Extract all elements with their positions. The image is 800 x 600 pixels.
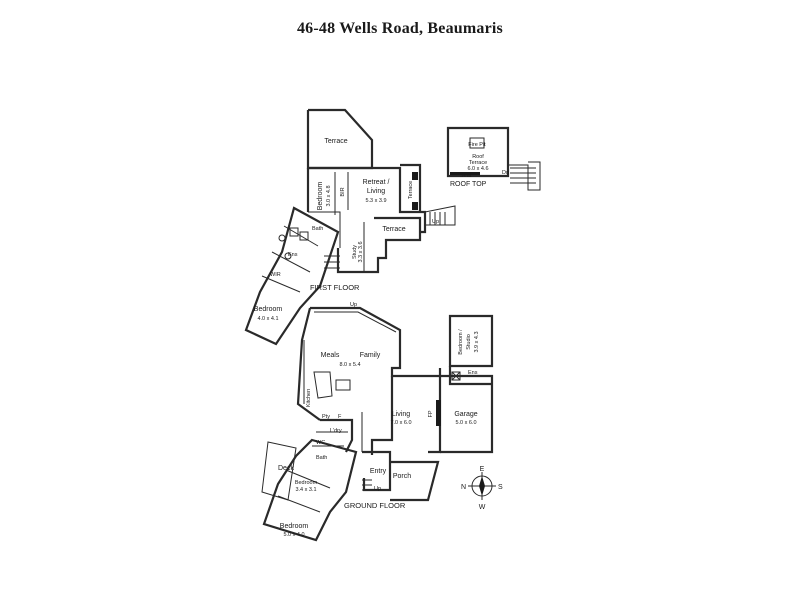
label-porch: Porch [393,473,411,480]
label-bir: BIR [340,187,346,196]
plan-title: 46-48 Wells Road, Beaumaris [296,20,503,37]
label-up-entry: Up [374,486,381,492]
compass-w: W [479,504,486,511]
label-roof-terrace-dim: 6.0 x 4.6 [467,166,488,172]
label-deck: Deck [278,465,294,472]
label-kitchen: Kitchen [306,389,312,407]
label-entry: Entry [370,468,387,475]
label-bedroom-main-dim: 4.0 x 4.1 [257,316,278,322]
label-bedroom-first: Bedroom [317,182,324,211]
label-first-floor: FIRST FLOOR [310,283,360,292]
label-terrace-mid: Terrace [382,226,405,233]
label-bedroom-g2: Bedroom [280,523,309,530]
label-study: Study [352,245,358,259]
first-floor-plan [244,108,456,346]
label-ens-ground: Ens [468,370,478,376]
label-family: Family [360,352,381,359]
label-wc: WC [316,440,325,446]
label-bath-ground: Bath [316,455,327,461]
label-garage: Garage [454,411,477,418]
label-fp: FP [428,410,434,417]
label-fire-pit: Fire Pit [468,142,486,148]
label-roof-terrace-2: Terrace [469,160,487,166]
label-roof-terrace: Roof [472,154,484,160]
label-studio-2: Studio [466,334,472,350]
label-terrace-side: Terrace [408,181,414,199]
label-up-meals: Up [350,302,357,308]
label-pty: Pty [322,414,330,420]
label-bath-first: Bath [312,226,323,232]
compass-e: E [480,466,485,473]
label-bedroom-main: Bedroom [254,306,283,313]
label-wir: WIR [270,272,281,278]
compass [468,472,496,500]
label-roof-top: ROOF TOP [450,181,487,188]
label-up-roof: Up [432,219,439,225]
label-ground-floor: GROUND FLOOR [344,501,406,510]
label-terrace-top: Terrace [324,138,347,145]
label-retreat-dim: 5.3 x 3.9 [365,198,386,204]
label-meals: Meals [321,352,340,359]
label-retreat: Retreat / [363,179,390,186]
label-bedroom-g2-dim: 5.0 x 4.0 [283,532,304,538]
label-seat: Seat [460,173,472,179]
label-studio-dim: 3.9 x 4.3 [474,331,480,352]
label-f: F [338,414,342,420]
label-studio: Bedroom / [458,329,464,355]
compass-n: N [461,484,466,491]
label-retreat-2: Living [367,188,385,195]
label-bedroom-first-dim: 3.0 x 4.8 [326,185,332,206]
label-study-dim: 3.3 x 3.6 [358,241,364,262]
label-living: Living [392,411,410,418]
label-bedroom-g1: Bedroom [295,480,318,486]
label-bedroom-g1-dim: 3.4 x 3.1 [295,487,316,493]
roof-plan [446,126,541,191]
label-ens-first: Ens [288,252,298,258]
label-garage-dim: 5.0 x 6.0 [455,420,476,426]
label-dn-roof: Dn [502,170,509,176]
label-meals-dim: 8.0 x 5.4 [339,362,360,368]
compass-s: S [498,484,503,491]
ground-floor-plan [261,306,494,542]
label-ldry: L'dry [330,428,342,434]
label-living-dim: 7.0 x 6.0 [390,420,411,426]
